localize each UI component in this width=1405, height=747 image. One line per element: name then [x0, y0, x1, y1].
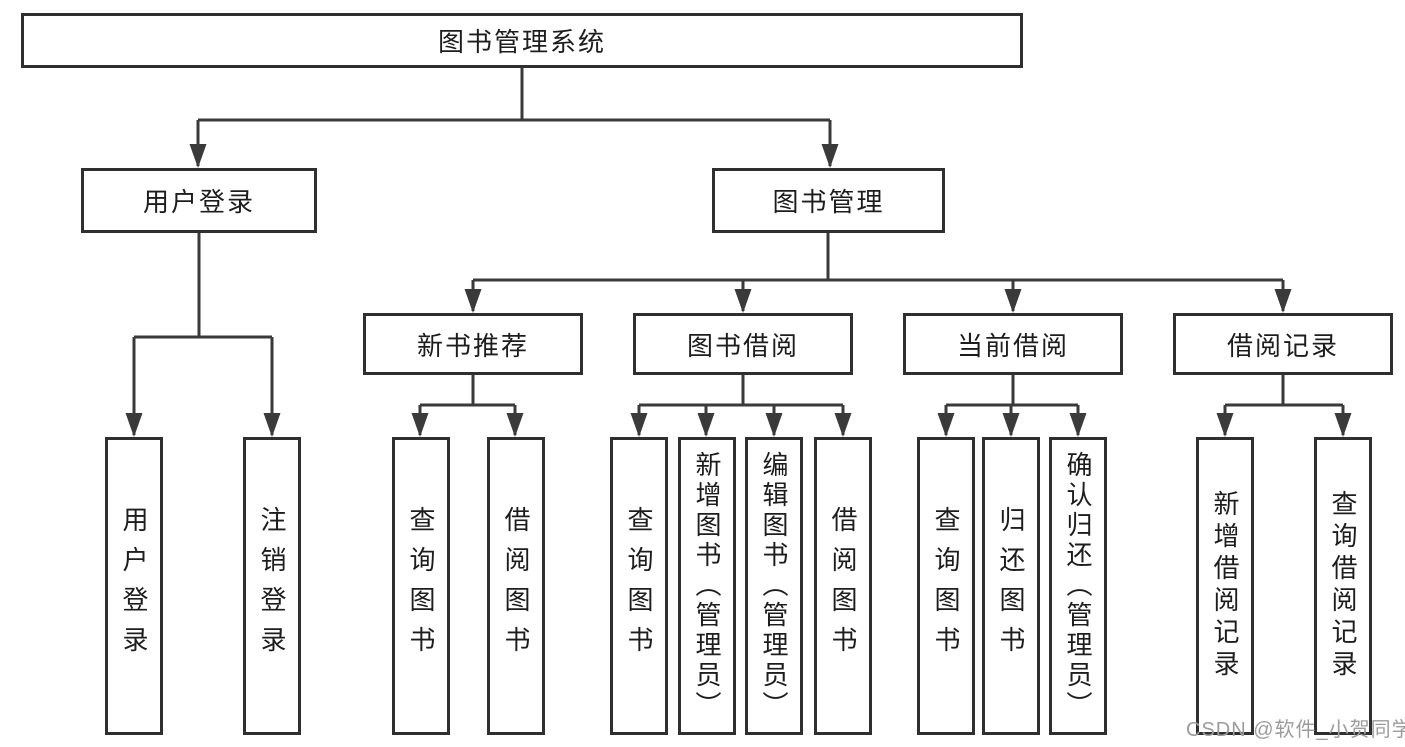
leaf-logout-label: 注销登录: [257, 506, 287, 666]
node-book-borrowing-label: 图书借阅: [686, 330, 799, 361]
arrowhead-icon: [464, 289, 482, 313]
leaf-query-borrow-record-label: 查询借阅记录: [1328, 490, 1358, 682]
arrowhead-icon: [189, 144, 207, 168]
leaf-borrow-books-under-recommend: 借阅图书: [487, 437, 545, 735]
node-new-book-recommendation-label: 新书推荐: [416, 330, 529, 361]
leaf-confirm-return-admin-label: 确认归还（管理员）: [1063, 451, 1093, 721]
arrowhead-icon: [1216, 413, 1234, 437]
node-book-management: 图书管理: [712, 168, 945, 233]
node-book-borrowing: 图书借阅: [633, 313, 853, 375]
node-borrowing-records: 借阅记录: [1173, 313, 1393, 375]
arrowhead-icon: [765, 413, 783, 437]
leaf-borrow-books-under-recommend-label: 借阅图书: [501, 506, 531, 666]
arrowhead-icon: [821, 144, 839, 168]
node-user-login: 用户登录: [81, 168, 317, 233]
leaf-query-books-under-borrowing-label: 查询图书: [624, 506, 654, 666]
arrowhead-icon: [263, 413, 281, 437]
csdn-watermark: CSDN @软件_小贺同学: [1186, 719, 1405, 741]
arrowhead-icon: [630, 413, 648, 437]
leaf-query-borrow-record: 查询借阅记录: [1314, 437, 1372, 735]
arrowhead-icon: [1069, 413, 1087, 437]
leaf-add-books-admin-label: 新增图书（管理员）: [692, 451, 722, 721]
leaf-query-books-under-current: 查询图书: [917, 437, 975, 735]
node-current-borrowing: 当前借阅: [903, 313, 1123, 375]
arrowhead-icon: [125, 413, 143, 437]
leaf-query-books-under-borrowing: 查询图书: [610, 437, 668, 735]
leaf-return-books-label: 归还图书: [996, 506, 1026, 666]
leaf-query-books-under-recommend: 查询图书: [392, 437, 450, 735]
arrowhead-icon: [1004, 289, 1022, 313]
tree-edges: [132, 68, 1345, 435]
leaf-return-books: 归还图书: [982, 437, 1040, 735]
leaf-user-login: 用户登录: [105, 437, 163, 735]
leaf-borrow-books-under-borrowing: 借阅图书: [814, 437, 872, 735]
arrowhead-icon: [697, 413, 715, 437]
node-root-label: 图书管理系统: [437, 27, 606, 57]
leaf-query-books-under-current-label: 查询图书: [931, 506, 961, 666]
leaf-user-login-label: 用户登录: [119, 506, 149, 666]
node-book-management-label: 图书管理: [772, 187, 885, 217]
leaf-add-borrow-record: 新增借阅记录: [1196, 437, 1254, 735]
leaf-borrow-books-under-borrowing-label: 借阅图书: [828, 506, 858, 666]
arrowhead-icon: [1274, 289, 1292, 313]
arrowhead-icon: [411, 413, 429, 437]
node-current-borrowing-label: 当前借阅: [956, 330, 1069, 361]
leaf-query-books-under-recommend-label: 查询图书: [406, 506, 436, 666]
leaf-add-books-admin: 新增图书（管理员）: [678, 437, 736, 735]
arrowhead-icon: [1002, 413, 1020, 437]
arrowhead-icon: [506, 413, 524, 437]
node-user-login-label: 用户登录: [142, 187, 255, 217]
arrowhead-icon: [937, 413, 955, 437]
node-borrowing-records-label: 借阅记录: [1226, 330, 1339, 361]
leaf-confirm-return-admin: 确认归还（管理员）: [1049, 437, 1107, 735]
arrowhead-icon: [834, 413, 852, 437]
node-root: 图书管理系统: [21, 13, 1023, 68]
node-new-book-recommendation: 新书推荐: [363, 313, 583, 375]
leaf-logout: 注销登录: [243, 437, 301, 735]
arrowhead-icon: [734, 289, 752, 313]
leaf-edit-books-admin: 编辑图书（管理员）: [745, 437, 803, 735]
leaf-edit-books-admin-label: 编辑图书（管理员）: [759, 451, 789, 721]
arrowhead-icon: [1334, 413, 1352, 437]
leaf-add-borrow-record-label: 新增借阅记录: [1210, 490, 1240, 682]
